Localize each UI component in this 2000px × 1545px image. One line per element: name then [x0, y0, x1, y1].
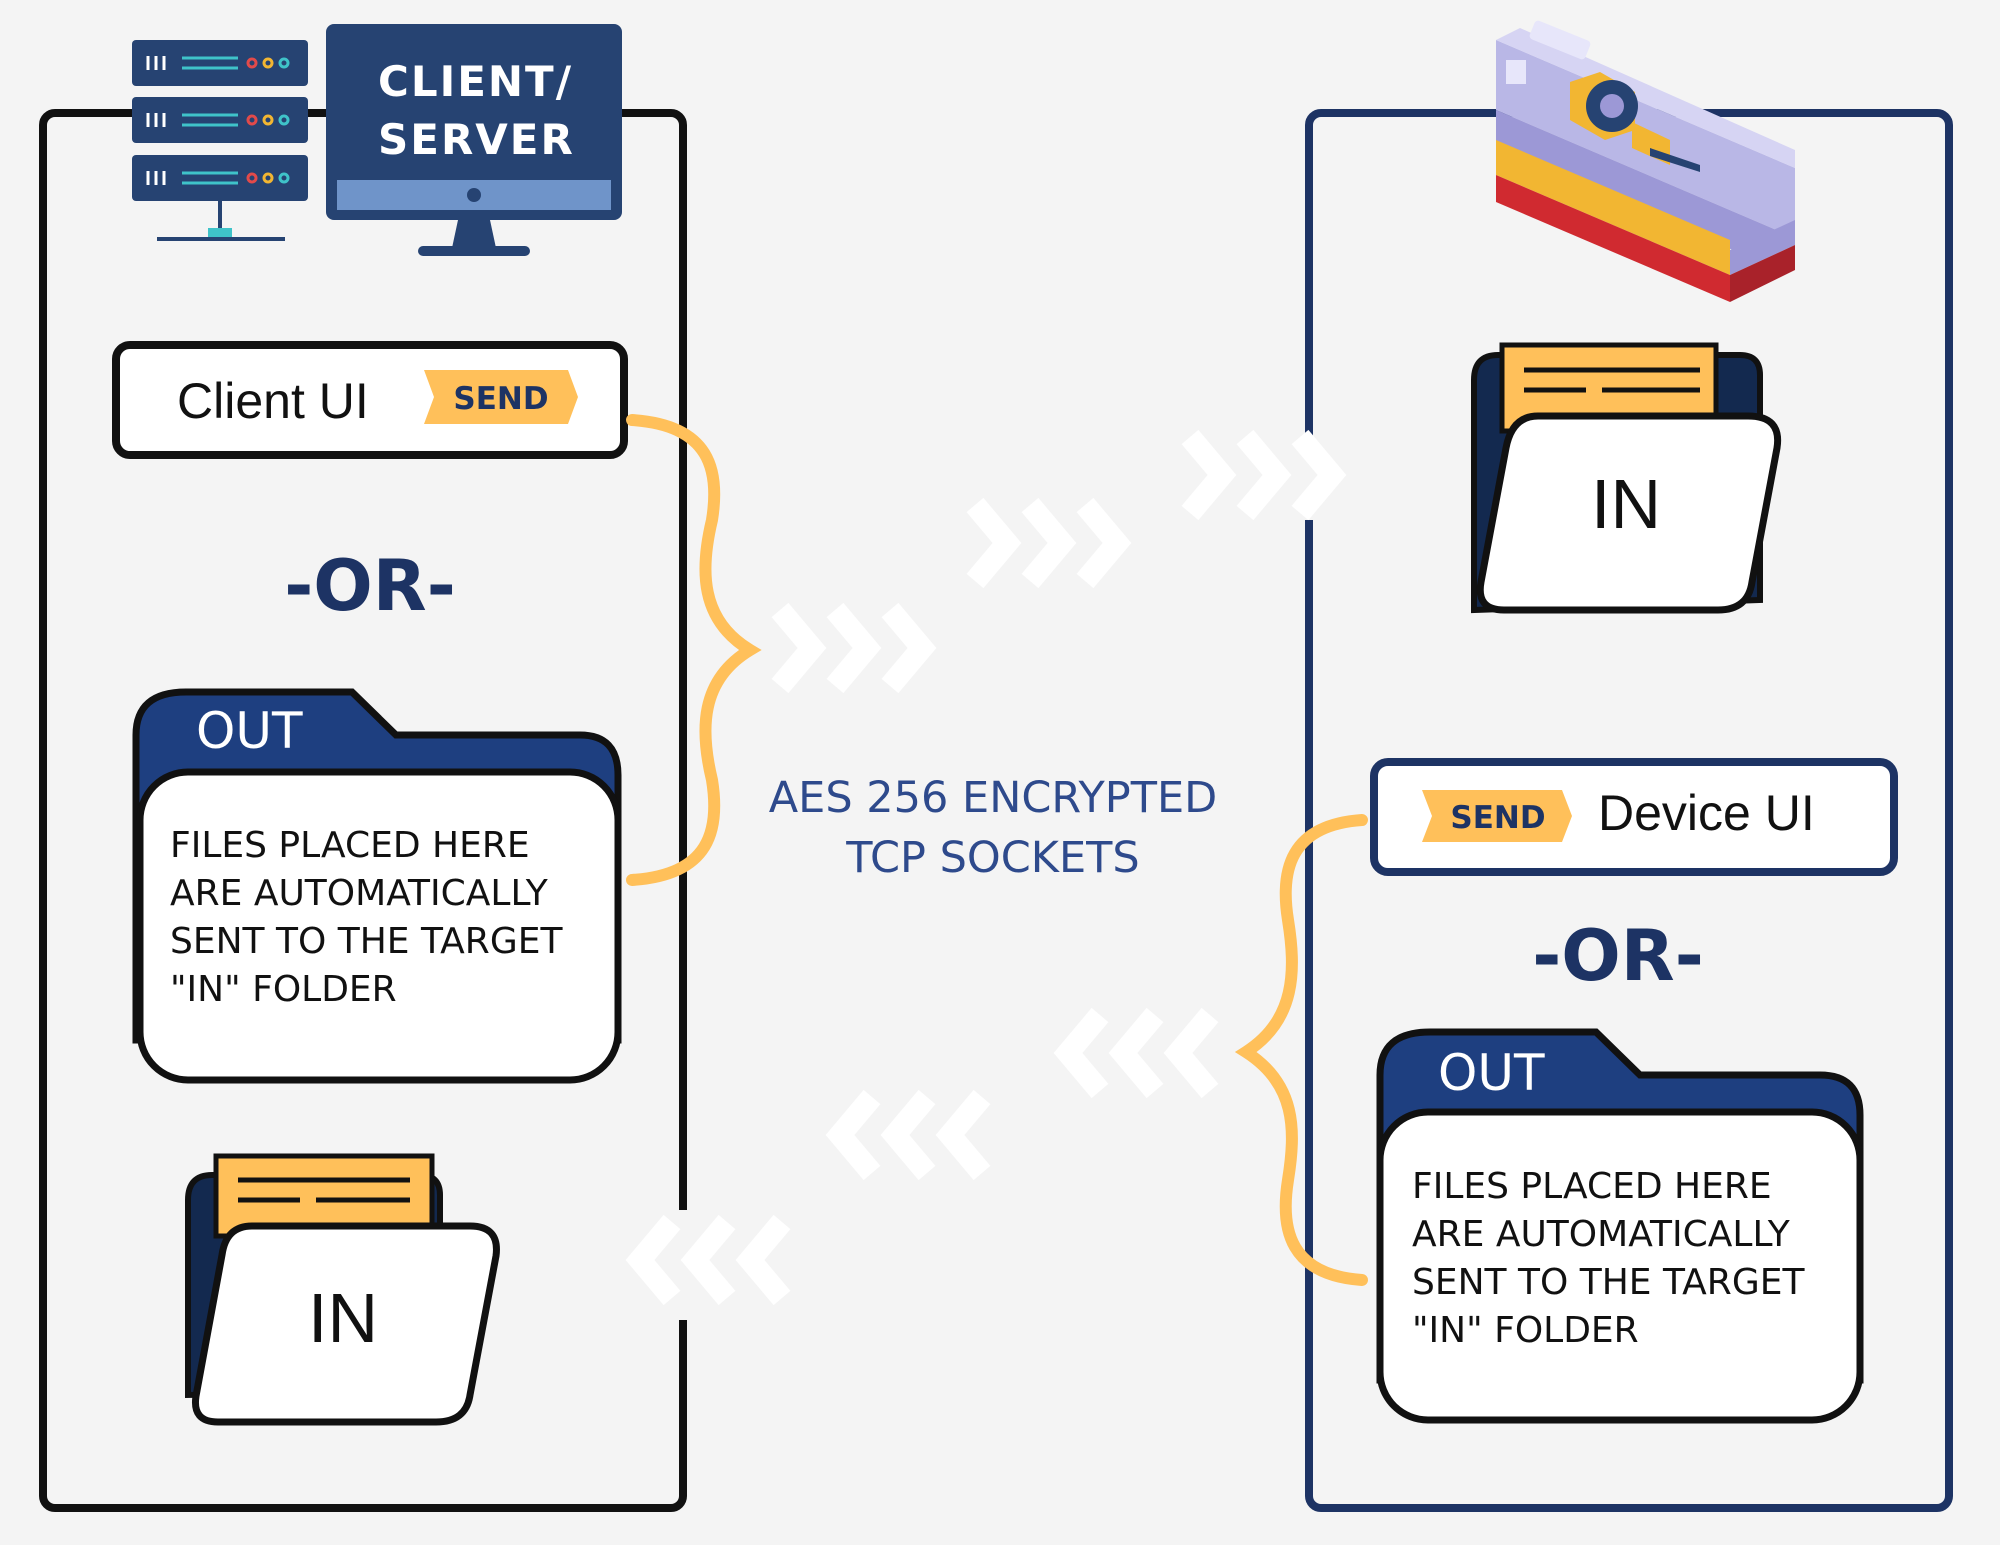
- encryption-caption-line2: TCP SOCKETS: [845, 833, 1139, 883]
- client-in-label: IN: [308, 1279, 378, 1357]
- device-out-desc-line3: SENT TO THE TARGET: [1412, 1262, 1805, 1303]
- device-send-brace: [1234, 814, 1368, 1286]
- device-send-button[interactable]: SEND: [1422, 790, 1572, 842]
- send-arrows-left: [640, 1015, 1210, 1298]
- device-ui-box: Device UI: [1370, 758, 1898, 876]
- client-server-label-line1: CLIENT/: [378, 57, 573, 106]
- device-ui-label: Device UI: [1598, 785, 1815, 841]
- client-ui-label: Client UI: [177, 373, 369, 429]
- client-server-label-line2: SERVER: [378, 115, 575, 164]
- client-out-desc-line2: ARE AUTOMATICALLY: [170, 873, 549, 914]
- device-in-folder: IN: [1471, 342, 1782, 614]
- device-send-label: SEND: [1450, 800, 1545, 836]
- cnc-machine-icon: [1496, 20, 1795, 302]
- client-in-folder: IN: [185, 1153, 500, 1426]
- client-or-label: -OR-: [284, 545, 456, 627]
- server-rack-icon: [132, 40, 390, 250]
- device-out-desc-line2: ARE AUTOMATICALLY: [1412, 1214, 1791, 1255]
- client-send-label: SEND: [453, 381, 548, 417]
- send-arrows-right: [780, 437, 1332, 686]
- client-send-brace: [626, 414, 762, 886]
- client-out-desc-line4: "IN" FOLDER: [170, 969, 397, 1010]
- device-out-desc-line4: "IN" FOLDER: [1412, 1310, 1639, 1351]
- encryption-caption-line1: AES 256 ENCRYPTED: [769, 773, 1218, 823]
- client-send-button[interactable]: SEND: [424, 370, 578, 424]
- device-out-tab-label: OUT: [1438, 1044, 1545, 1102]
- device-out-folder: OUT FILES PLACED HERE ARE AUTOMATICALLY …: [1376, 1028, 1864, 1424]
- monitor-icon: [326, 24, 622, 256]
- device-or-label: -OR-: [1532, 915, 1704, 997]
- client-out-desc-line1: FILES PLACED HERE: [170, 825, 530, 866]
- client-out-folder: OUT FILES PLACED HERE ARE AUTOMATICALLY …: [132, 688, 622, 1084]
- device-in-label: IN: [1591, 465, 1661, 543]
- client-out-tab-label: OUT: [196, 702, 303, 760]
- client-out-desc-line3: SENT TO THE TARGET: [170, 921, 563, 962]
- device-out-desc-line1: FILES PLACED HERE: [1412, 1166, 1772, 1207]
